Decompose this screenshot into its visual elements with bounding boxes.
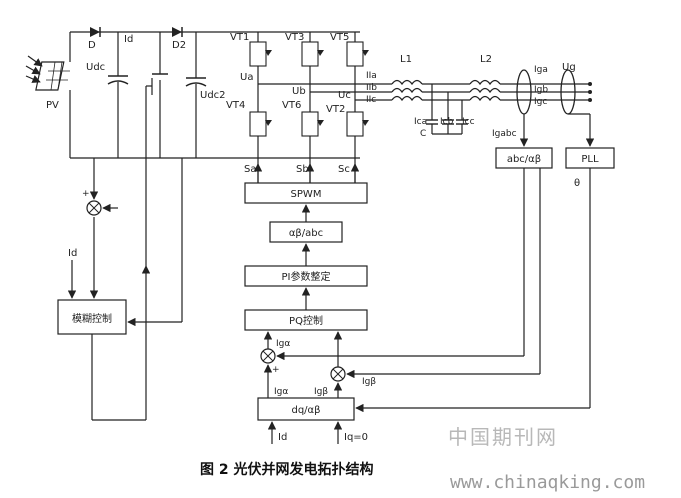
inductor-l1-label: L1 <box>400 54 412 65</box>
iq-input-label: Iq=0 <box>344 432 368 443</box>
diode-d2-icon <box>172 27 183 37</box>
switch-vt3-label: VT3 <box>285 32 304 43</box>
fuzzy-control-label: 模糊控制 <box>72 312 112 325</box>
current-id-label: Id <box>124 34 133 45</box>
ig-beta-ref-label: Igβ <box>314 387 328 397</box>
diode-d-icon <box>90 27 101 37</box>
inductor-l1-icon <box>391 79 423 102</box>
ig-alpha-out-label: Igα <box>276 339 290 349</box>
current-iic-label: IIc <box>366 95 376 105</box>
grid-igb-label: Igb <box>534 85 548 95</box>
inductor-l2-label: L2 <box>480 54 492 65</box>
plus-alpha-label: + <box>272 365 280 375</box>
minus-dc-label: − <box>104 205 112 215</box>
pi-tuning-block <box>244 265 368 287</box>
inductor-l2-icon <box>469 79 501 102</box>
phase-uc-label: Uc <box>338 90 351 101</box>
current-iib-label: IIb <box>366 83 377 93</box>
grid-iga-label: Iga <box>534 65 548 75</box>
capacitor-udc2-label: Udc2 <box>200 90 226 101</box>
dq-to-alphabeta-label: dq/αβ <box>291 405 320 416</box>
grid-igabc-label: Igabc <box>492 129 517 139</box>
filter-icc-label: Icc <box>462 117 475 127</box>
pq-control-block <box>244 309 368 331</box>
pq-control-label: PQ控制 <box>289 314 323 327</box>
spwm-block <box>244 182 368 204</box>
switch-vt2-label: VT2 <box>326 104 345 115</box>
theta-label: θ <box>574 178 580 189</box>
filter-c-label: C <box>420 129 426 139</box>
watermark-url: www.chinaqking.com <box>450 472 645 493</box>
spwm-label: SPWM <box>291 189 322 200</box>
current-iia-label: IIa <box>366 71 377 81</box>
capacitor-udc-label: Udc <box>86 62 105 73</box>
gate-sb-label: Sb <box>296 164 309 175</box>
watermark-cn: 中国期刊网 <box>448 425 558 449</box>
switch-vt4-label: VT4 <box>226 100 245 111</box>
figure-caption: 图 2 光伏并网发电拓扑结构 <box>200 461 374 478</box>
phase-ua-label: Ua <box>240 72 253 83</box>
boost-switch-icon <box>146 32 168 158</box>
igbt-vt2-icon <box>346 111 369 137</box>
grid-igc-label: Igc <box>534 97 547 107</box>
sum-junction-alpha-icon <box>260 348 276 364</box>
switch-vt5-label: VT5 <box>330 32 349 43</box>
phase-ub-label: Ub <box>292 86 306 97</box>
switch-vt1-label: VT1 <box>230 32 249 43</box>
ig-beta-fb-label: Igβ <box>362 377 376 387</box>
alphabeta-to-abc-block <box>269 221 343 243</box>
filter-capacitors-icon <box>426 84 468 135</box>
igbt-vt6-icon <box>301 111 324 137</box>
igbt-vt4-icon <box>249 111 272 137</box>
filter-icb-label: Icb <box>440 117 454 127</box>
sunlight-arrows-icon <box>25 55 43 83</box>
pll-label: PLL <box>581 154 599 165</box>
id-input-label: Id <box>278 432 287 443</box>
dq-to-alphabeta-block <box>257 397 355 421</box>
sum-junction-beta-icon <box>330 366 346 382</box>
plus-dc-label: + <box>82 189 90 199</box>
alphabeta-to-abc-label: αβ/abc <box>289 228 323 239</box>
diode-d-label: D <box>88 40 96 51</box>
igbt-vt3-icon <box>301 41 324 67</box>
gate-sc-label: Sc <box>338 164 350 175</box>
ig-alpha-ref-label: Igα <box>274 387 288 397</box>
pv-label: PV <box>46 100 59 111</box>
filter-ica-label: Ica <box>414 117 427 127</box>
gate-sa-label: Sa <box>244 164 256 175</box>
igbt-vt1-icon <box>249 41 272 67</box>
pv-panel-icon <box>35 61 70 91</box>
switch-vt6-label: VT6 <box>282 100 301 111</box>
grid-ug-label: Ug <box>562 62 576 73</box>
abc-to-alphabeta-label: abc/αβ <box>507 154 541 165</box>
diode-d2-label: D2 <box>172 40 186 51</box>
sum-junction-dc-icon <box>86 200 102 216</box>
igbt-vt5-icon <box>346 41 369 67</box>
pi-tuning-label: PI参数整定 <box>282 270 331 283</box>
id-left-label: Id <box>68 248 77 259</box>
